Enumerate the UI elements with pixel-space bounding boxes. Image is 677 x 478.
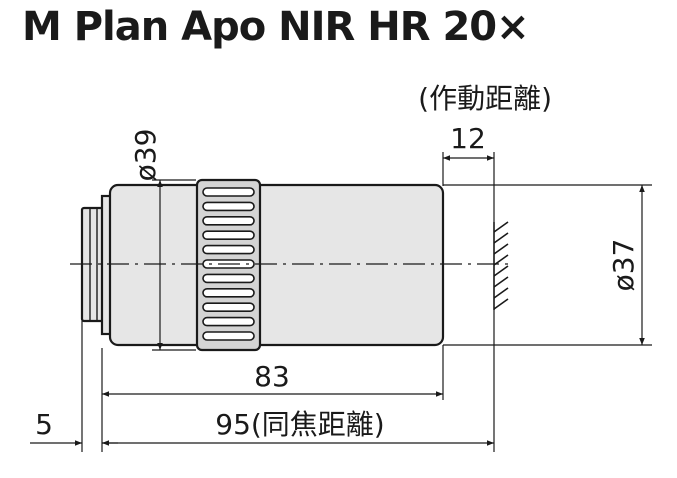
wd-label: 12 xyxy=(450,122,486,155)
knurl-pattern xyxy=(202,187,255,341)
len95-label: 95(同焦距離) xyxy=(215,408,384,441)
page-title: M Plan Apo NIR HR 20× xyxy=(22,4,530,50)
knurl-ridge xyxy=(202,287,255,298)
dia39-label: ø39 xyxy=(129,129,162,182)
barrel xyxy=(108,183,445,347)
extension-lines xyxy=(81,152,652,452)
lens-body xyxy=(80,178,445,352)
dia37-label: ø37 xyxy=(607,239,640,292)
knurl-ridge xyxy=(202,187,255,197)
knurl-ridge xyxy=(202,216,255,226)
knurl-ridge xyxy=(202,201,255,212)
knurl-ridge xyxy=(202,316,255,327)
len5-label: 5 xyxy=(35,408,53,441)
knurl-ridge xyxy=(202,244,255,255)
knurl-ridge xyxy=(202,273,255,284)
knurl-ridge xyxy=(202,331,255,341)
specimen-surface xyxy=(493,221,509,310)
knurl-ridge xyxy=(202,230,255,240)
knurl-ridge xyxy=(202,302,255,313)
working-distance-note: (作動距離) xyxy=(418,82,552,115)
len83-label: 83 xyxy=(254,360,290,393)
